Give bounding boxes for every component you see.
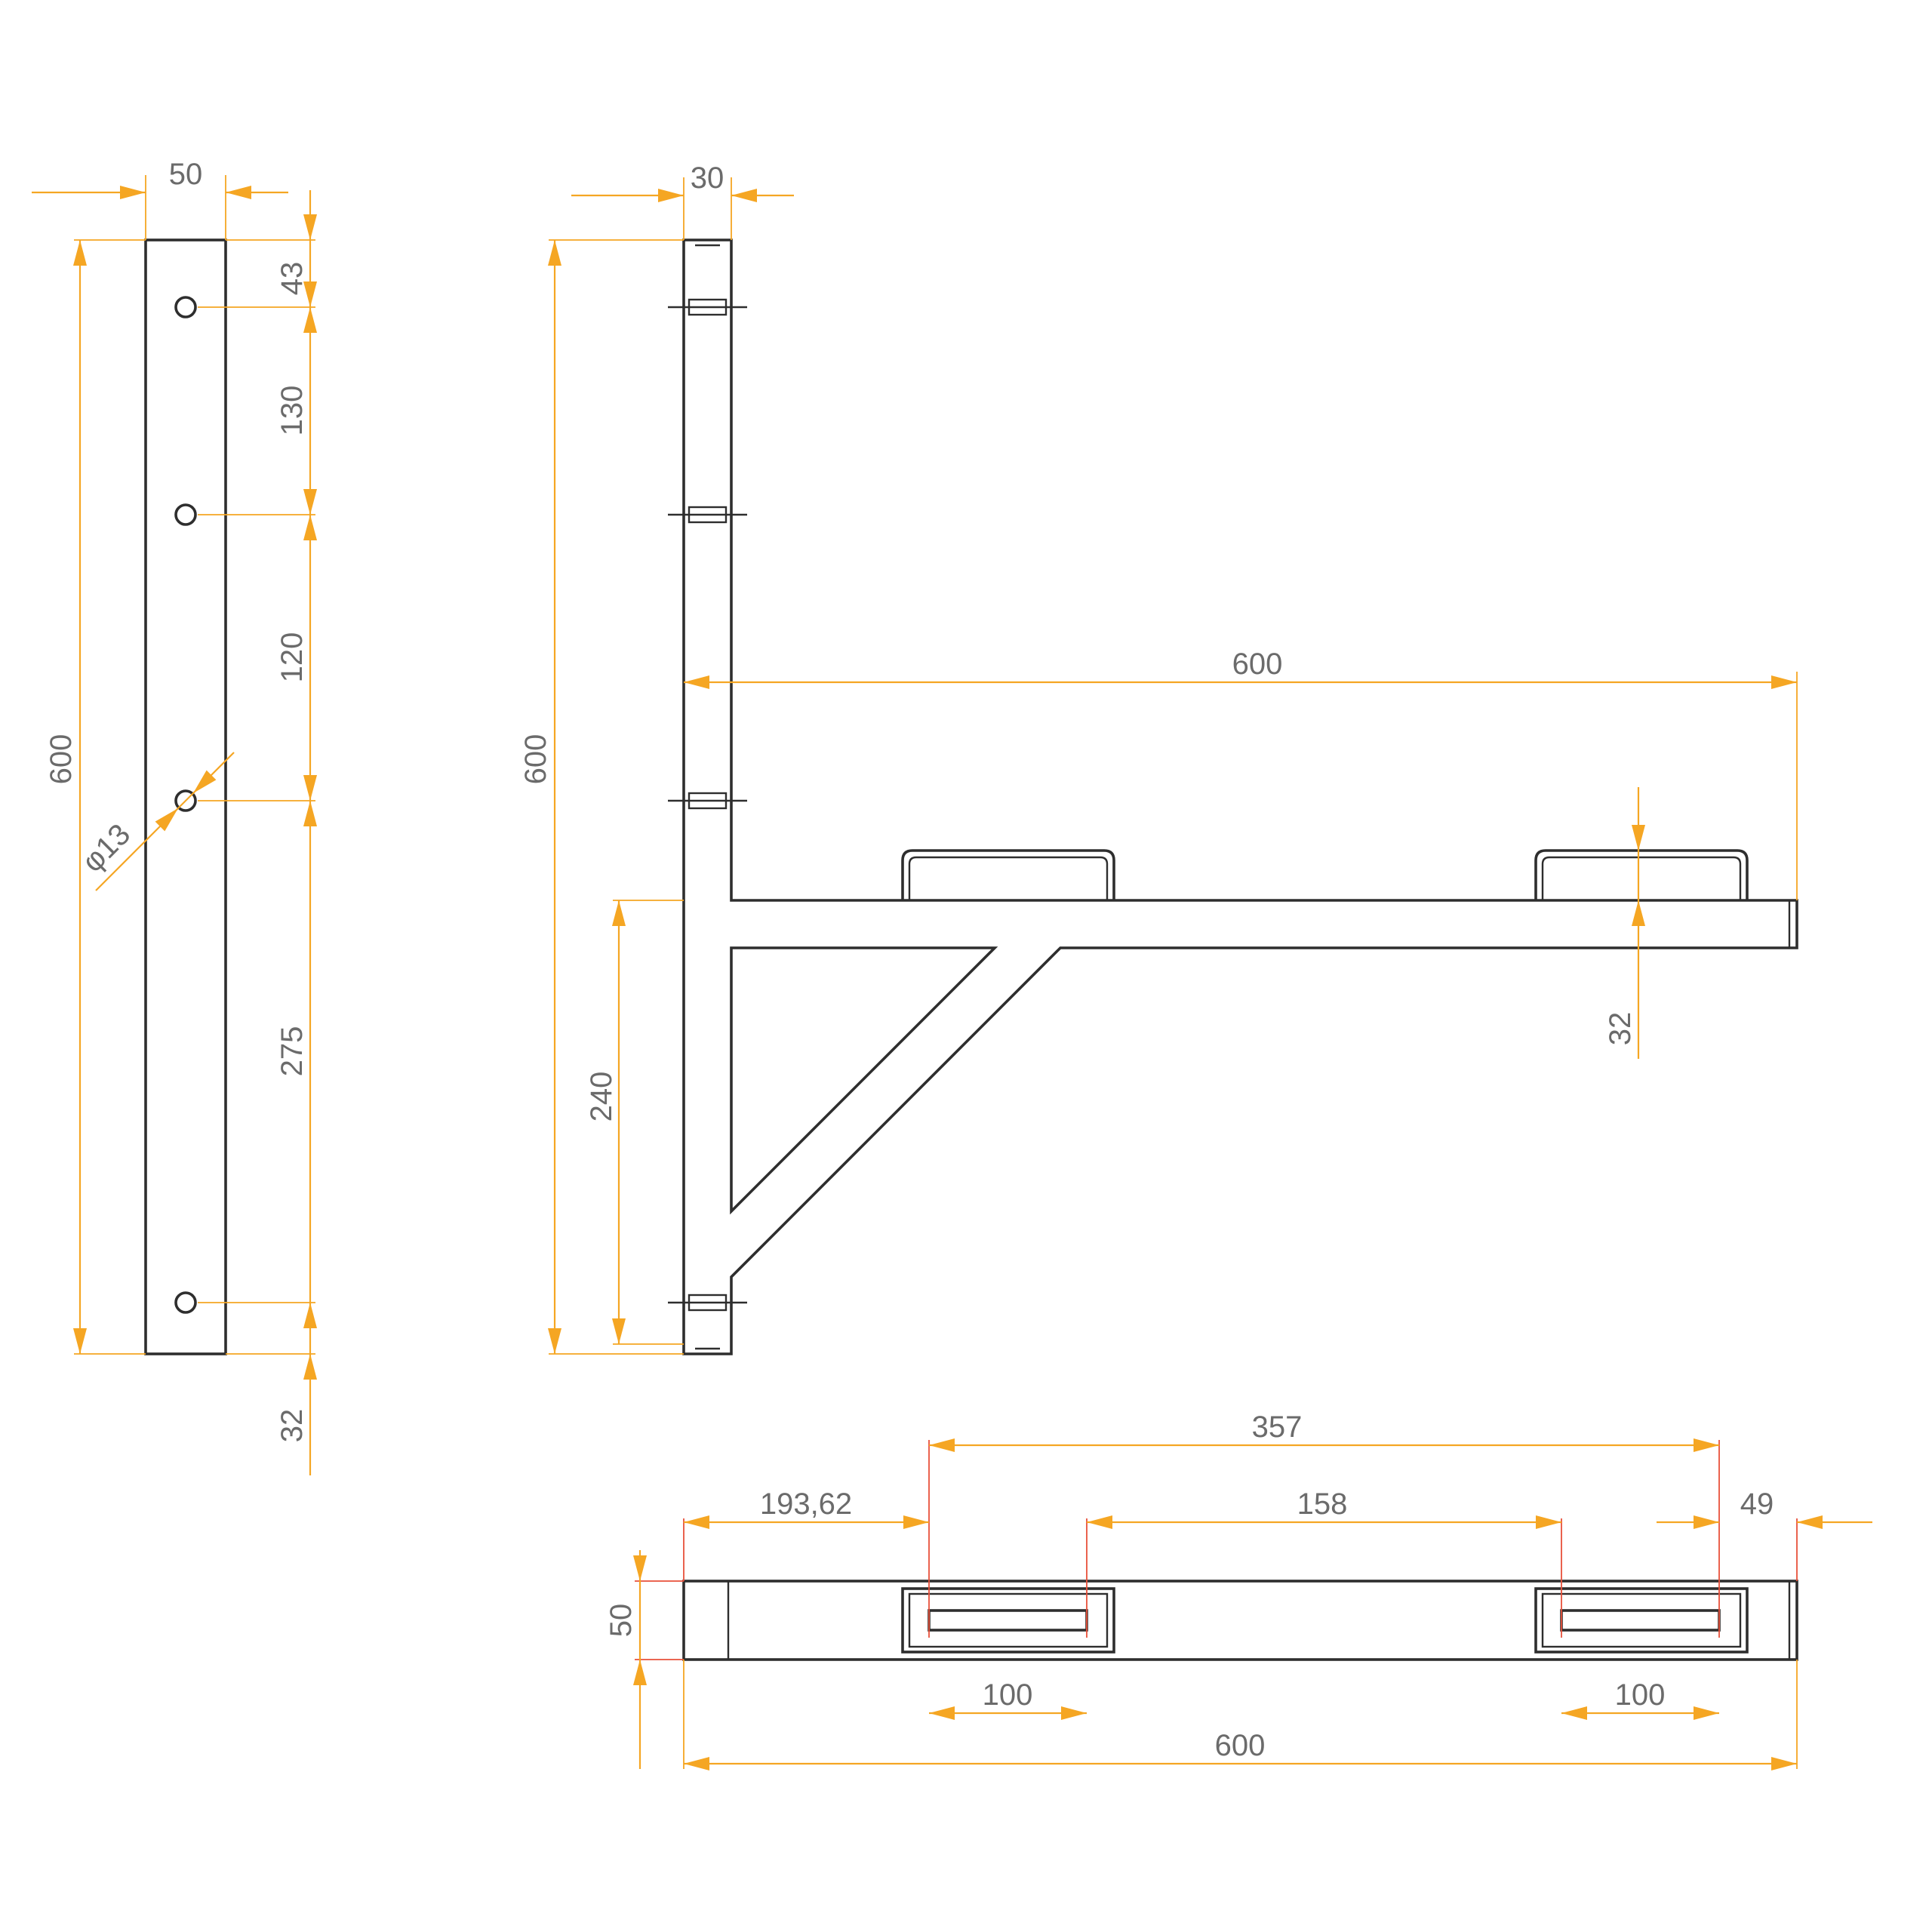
mounting-hole-4 — [174, 1291, 197, 1314]
offset-dimension-chain: 193,62 158 49 — [684, 1487, 1872, 1529]
front-height-label: 600 — [519, 734, 552, 785]
side-height-dimension: 600 — [45, 239, 146, 1355]
bolt-mark-4 — [668, 1294, 747, 1312]
offset-right-label: 49 — [1740, 1487, 1774, 1521]
hole-diameter-dimension: φ13 — [75, 752, 235, 891]
arm-top-outline — [682, 1580, 1798, 1661]
front-thickness-label: 30 — [691, 162, 724, 195]
clamp-top-left — [901, 1587, 1115, 1654]
lower-height-dimension: 240 — [585, 900, 684, 1345]
u-bolt-left — [901, 849, 1115, 900]
arm-length-label: 600 — [1232, 648, 1283, 681]
slot-left — [928, 1609, 1088, 1632]
bolt-mark-1 — [668, 298, 747, 316]
arm-length-dimension: 600 — [684, 648, 1798, 900]
bolt-mark-2 — [668, 506, 747, 524]
front-thickness-dimension: 30 — [571, 162, 794, 240]
slot-right-label: 100 — [1615, 1678, 1666, 1712]
offset-left-label: 193,62 — [760, 1487, 852, 1521]
mounting-hole-3 — [174, 789, 197, 812]
total-length-dimension: 600 — [683, 1660, 1798, 1770]
reference-lines — [635, 1440, 1798, 1660]
bolt-mark-3 — [668, 792, 747, 810]
u-bolt-right — [1534, 849, 1749, 900]
span-label: 357 — [1252, 1411, 1303, 1444]
mounting-hole-1 — [174, 296, 197, 318]
front-height-dimension: 600 — [519, 239, 684, 1355]
spacing-label-5: 32 — [275, 1409, 309, 1443]
span-dimension: 357 — [929, 1411, 1719, 1452]
gap-label: 158 — [1297, 1487, 1348, 1521]
side-height-label: 600 — [45, 734, 78, 785]
side-width-label: 50 — [169, 158, 203, 191]
arm-thickness-dimension: 32 — [1604, 787, 1645, 1059]
slot-right — [1560, 1609, 1721, 1632]
mounting-hole-2 — [174, 503, 197, 526]
total-length-label: 600 — [1215, 1729, 1266, 1762]
spacing-label-2: 130 — [275, 386, 309, 436]
depth-dimension: 50 — [605, 1550, 647, 1769]
front-view: 30 600 600 240 — [519, 162, 1798, 1355]
hole-spacing-dimension-chain: 43 130 120 275 32 — [198, 190, 317, 1475]
hole-diameter-label: φ13 — [75, 817, 137, 878]
clamp-top-right — [1534, 1587, 1749, 1654]
spacing-label-3: 120 — [275, 632, 309, 683]
bracket-triangle-cutout — [730, 946, 998, 1215]
side-view: 50 600 43 — [32, 158, 317, 1475]
lower-height-label: 240 — [585, 1072, 618, 1122]
spacing-label-4: 275 — [275, 1026, 309, 1077]
bracket-outline — [682, 238, 1798, 1355]
arm-thickness-label: 32 — [1604, 1012, 1637, 1046]
slot-left-label: 100 — [983, 1678, 1033, 1712]
slot-left-dimension: 100 — [929, 1678, 1087, 1720]
wall-plate — [144, 238, 227, 1355]
depth-label: 50 — [605, 1604, 638, 1638]
slot-right-dimension: 100 — [1561, 1678, 1719, 1720]
spacing-label-1: 43 — [275, 262, 309, 296]
side-width-dimension: 50 — [32, 158, 288, 240]
top-view: 357 193,62 158 49 50 — [605, 1411, 1872, 1770]
